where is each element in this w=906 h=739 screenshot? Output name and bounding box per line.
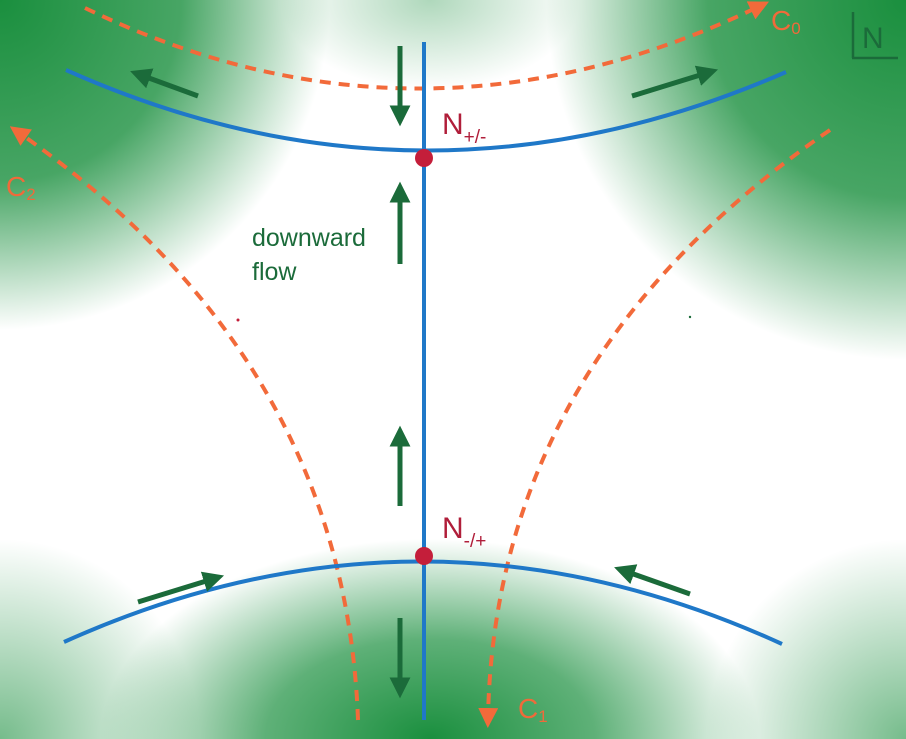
lower-node-label: N-/+	[442, 512, 486, 552]
flow-arrows	[130, 46, 719, 699]
curve-c2	[9, 126, 360, 721]
compass-label: N	[862, 22, 884, 55]
upper-null-point	[415, 149, 433, 167]
curve-c0	[84, 1, 770, 91]
curve-c0-label: C0	[771, 5, 801, 38]
arrow-lower-right-icon	[614, 564, 691, 597]
lower-null-point	[415, 547, 433, 565]
arrow-upper-right-icon	[631, 65, 719, 99]
curve-c1-label: C1	[518, 693, 548, 726]
curve-c1	[478, 128, 832, 728]
upper-node-label: N+/-	[442, 108, 486, 148]
curve-c2-label: C2	[6, 171, 36, 204]
arrow-lower-left-icon	[137, 571, 225, 605]
compass-indicator: N	[851, 12, 898, 60]
flow-label-line2: flow	[252, 258, 297, 286]
flow-label-line1: downward	[252, 224, 366, 252]
speck-left	[236, 318, 240, 322]
arrow-upper-left-icon	[130, 68, 199, 99]
speck-right	[688, 315, 692, 319]
